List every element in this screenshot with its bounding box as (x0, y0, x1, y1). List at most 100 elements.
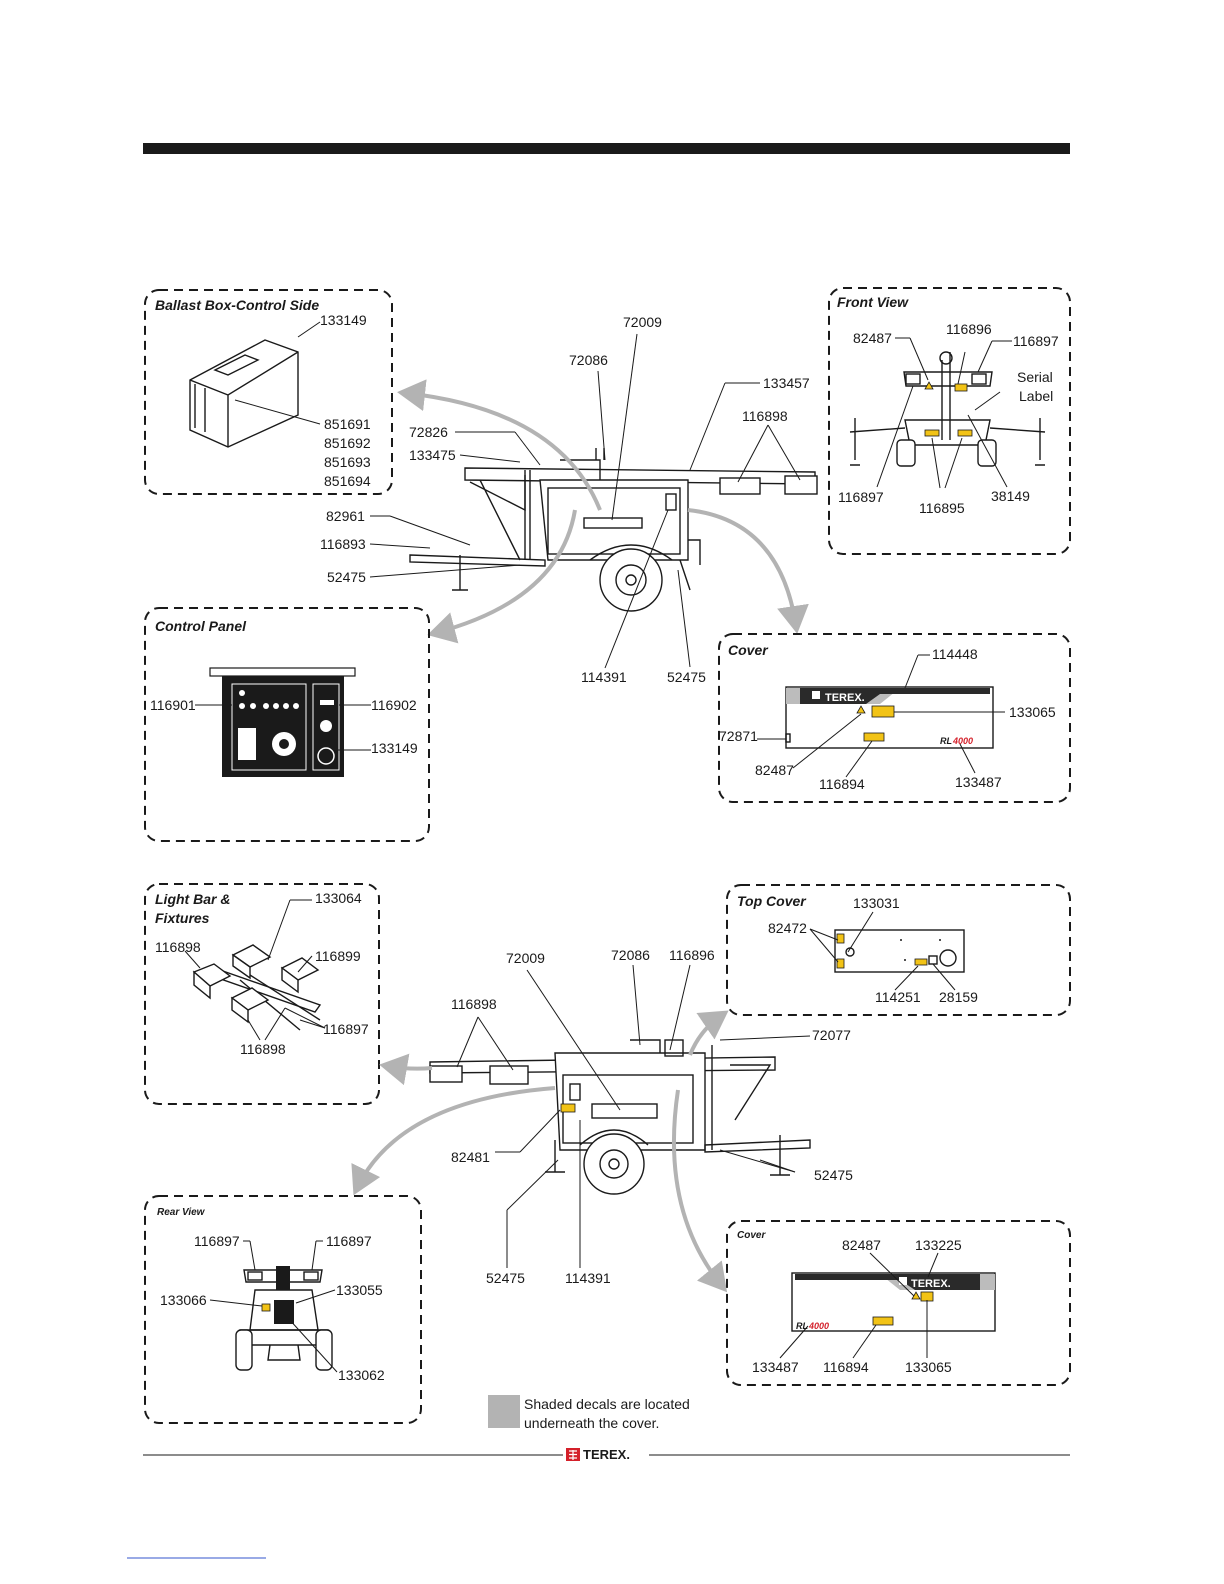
panel-top-cover: Top Cover 133031 82472 114251 28159 (726, 884, 1071, 1016)
arrow-to-cover-bottom (672, 1089, 728, 1293)
callout-label: 38149 (991, 488, 1030, 504)
arrow-to-ballast (397, 379, 602, 511)
legend: Shaded decals are located underneath the… (488, 1395, 690, 1431)
callout-label: 114251 (875, 989, 921, 1005)
callout-label: 133065 (905, 1359, 952, 1375)
callout-label: 116901 (150, 697, 196, 713)
cover-brand: TEREX. (825, 692, 865, 704)
callout-label: 116897 (323, 1021, 369, 1037)
panel-title: Cover (737, 1230, 766, 1241)
callout-label: 116896 (946, 321, 992, 337)
callout-label: 133031 (853, 895, 900, 911)
callout-label: 72077 (812, 1027, 851, 1043)
callout-label: 116897 (194, 1233, 240, 1249)
callout-label: Label (1019, 388, 1053, 404)
callout-label: 116898 (451, 996, 497, 1012)
callout-label: 72826 (409, 424, 448, 440)
callout-label: 116899 (315, 948, 361, 964)
arrow-to-cover (687, 508, 809, 634)
panel-control-panel: Control Panel 116901 116902 133149 (144, 607, 430, 842)
panel-title: Ballast Box-Control Side (155, 297, 319, 313)
callout-label: 133149 (320, 312, 367, 328)
callout-label: 133062 (338, 1367, 385, 1383)
callout-label: 114448 (932, 646, 978, 662)
callout-label: 72086 (569, 352, 608, 368)
callout-label: 133066 (160, 1292, 207, 1308)
arrow-to-top-cover (688, 1010, 729, 1056)
callout-label: 851693 (324, 454, 371, 470)
panel-title: Front View (837, 294, 909, 310)
callout-label: 82487 (853, 330, 892, 346)
arrow-to-control-panel (427, 509, 577, 644)
callout-label: 116897 (1013, 333, 1059, 349)
callout-label: 133487 (752, 1359, 799, 1375)
panel-rear-view: Rear View 116897 116897 133066 133055 13… (144, 1195, 422, 1424)
callout-label: 133055 (336, 1282, 383, 1298)
callout-label: 52475 (327, 569, 366, 585)
callout-label: 52475 (486, 1270, 525, 1286)
footer-brand: TEREX. (583, 1447, 630, 1462)
panel-title: Control Panel (155, 618, 247, 634)
trailer-side-view-bottom: 72009 72086 116896 116898 72077 82481 52… (429, 947, 853, 1286)
callout-label: 851694 (324, 473, 371, 489)
callout-label: 72009 (623, 314, 662, 330)
callout-label: 133475 (409, 447, 456, 463)
callout-label: 133457 (763, 375, 810, 391)
callout-label: 72009 (506, 950, 545, 966)
panel-title: Top Cover (737, 893, 807, 909)
callout-label: 52475 (667, 669, 706, 685)
trailer-side-view-top: 72009 72086 133457 116898 72826 133475 8… (320, 314, 818, 685)
panel-cover-top: Cover TEREX. RL 4000 114448 133065 72871… (718, 633, 1071, 803)
panel-light-bar: Light Bar & Fixtures 133064 116898 11689… (144, 883, 380, 1105)
panel-title: Light Bar & (155, 891, 230, 907)
callout-label: Serial (1017, 369, 1053, 385)
callout-label: 133065 (1009, 704, 1056, 720)
callout-label: 116893 (320, 536, 366, 552)
callout-label: 133149 (371, 740, 418, 756)
callout-label: 851691 (324, 416, 371, 432)
callout-label: 116894 (823, 1359, 869, 1375)
legend-swatch (488, 1395, 520, 1428)
header-bar (143, 143, 1070, 154)
callout-label: 82487 (755, 762, 794, 778)
callout-label: 82481 (451, 1149, 490, 1165)
panel-cover-bottom: Cover TEREX. RL 4000 82487 133225 133487… (726, 1220, 1071, 1386)
callout-label: 133225 (915, 1237, 962, 1253)
callout-label: 114391 (565, 1270, 611, 1286)
callout-label: 116895 (919, 500, 965, 516)
footer-logo: TEREX. (563, 1446, 649, 1464)
callout-label: 82472 (768, 920, 807, 936)
cover-brand: TEREX. (911, 1278, 951, 1290)
callout-label: 133064 (315, 890, 362, 906)
callout-label: 116898 (155, 939, 201, 955)
callout-label: 116898 (742, 408, 788, 424)
cover-model-prefix: RL (940, 736, 952, 746)
legend-line-2: underneath the cover. (524, 1415, 659, 1431)
callout-label: 82961 (326, 508, 365, 524)
legend-line-1: Shaded decals are located (524, 1396, 690, 1412)
panel-title: Rear View (157, 1207, 206, 1218)
cover-model-number: 4000 (952, 736, 973, 746)
callout-label: 116897 (838, 489, 884, 505)
panel-title: Cover (728, 642, 769, 658)
callout-label: 116894 (819, 776, 865, 792)
arrow-to-light-bar (379, 1053, 433, 1086)
callout-label: 133487 (955, 774, 1002, 790)
callout-label: 72086 (611, 947, 650, 963)
callout-label: 52475 (814, 1167, 853, 1183)
panel-ballast-box: Ballast Box-Control Side 133149 851691 8… (144, 289, 393, 495)
callout-label: 82487 (842, 1237, 881, 1253)
callout-label: 116896 (669, 947, 715, 963)
callout-label: 116902 (371, 697, 417, 713)
arrow-to-rear-view (351, 1086, 556, 1196)
cover-model-number: 4000 (808, 1321, 829, 1331)
callout-label: 116898 (240, 1041, 286, 1057)
callout-label: 114391 (581, 669, 627, 685)
panel-title: Fixtures (155, 910, 210, 926)
callout-label: 72871 (719, 728, 758, 744)
callout-label: 28159 (939, 989, 978, 1005)
cover-model-prefix: RL (796, 1321, 808, 1331)
callout-label: 851692 (324, 435, 371, 451)
callout-label: 116897 (326, 1233, 372, 1249)
